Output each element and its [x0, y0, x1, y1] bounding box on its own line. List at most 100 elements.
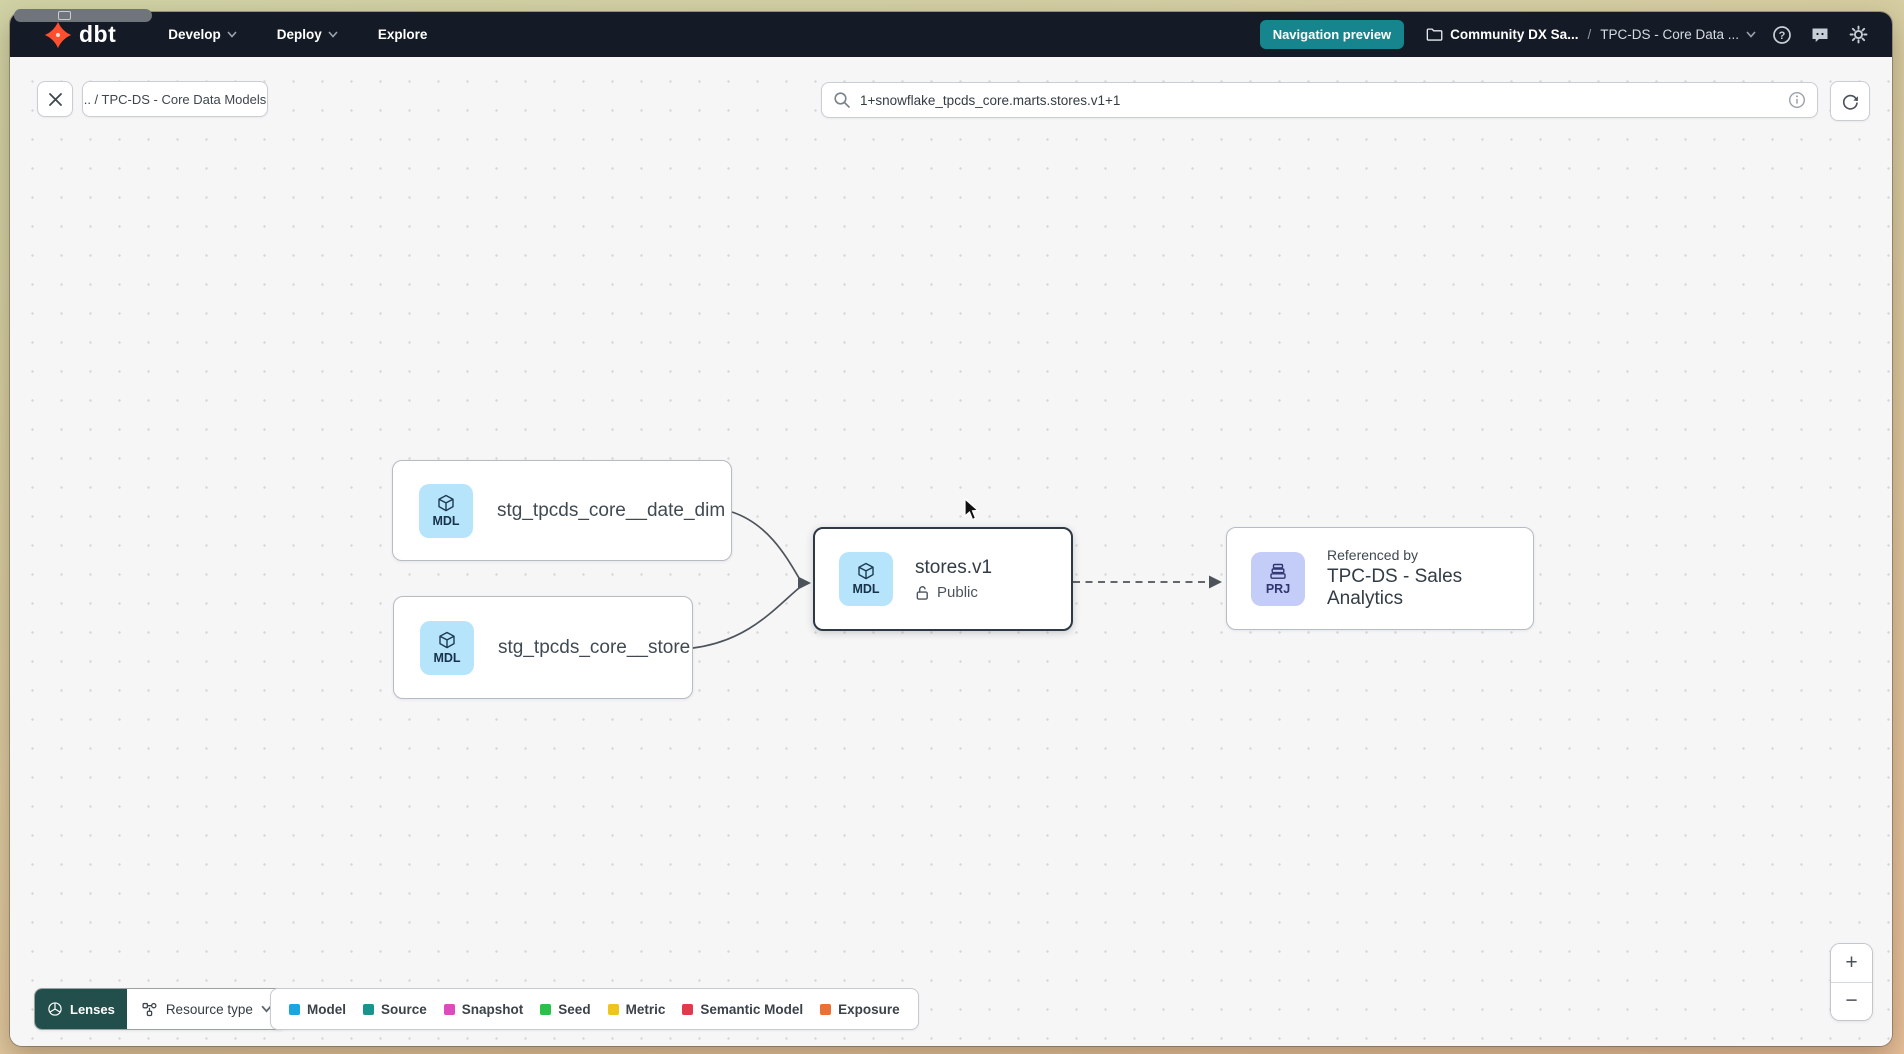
legend-swatch: [820, 1003, 832, 1015]
legend-label: Model: [307, 1001, 346, 1017]
project-badge: PRJ: [1251, 551, 1305, 606]
node-label: stg_tpcds_core__date_dim: [497, 499, 726, 521]
model-badge: MDL: [420, 620, 474, 675]
chevron-down-icon: [1746, 31, 1756, 38]
lineage-search: [821, 82, 1818, 118]
breadcrumb-separator: /: [1587, 27, 1592, 42]
nav-menu-deploy-label: Deploy: [276, 27, 322, 42]
edge-arrowhead: [798, 576, 811, 590]
legend-swatch: [682, 1003, 694, 1015]
refresh-lineage-button[interactable]: [1830, 81, 1870, 121]
top-navbar: dbt Develop Deploy Explore Navigation pr…: [10, 12, 1892, 57]
breadcrumb-project-label: TPC-DS - Core Data ...: [1600, 27, 1739, 42]
close-icon: [48, 92, 62, 106]
node-stg-tpcds-core-date-dim[interactable]: MDL stg_tpcds_core__date_dim: [392, 460, 732, 561]
nav-menu-develop-label: Develop: [168, 27, 221, 42]
nav-menu-explore-label: Explore: [377, 27, 428, 42]
badge-label: PRJ: [1265, 581, 1291, 596]
lineage-canvas[interactable]: .. / TPC-DS - Core Data Models: [10, 57, 1892, 1046]
legend-swatch: [443, 1003, 455, 1015]
legend-item-model: Model: [289, 1002, 346, 1017]
legend-swatch: [363, 1003, 374, 1015]
legend-label: Source: [381, 1001, 427, 1017]
legend-label: Metric: [625, 1001, 666, 1017]
close-lineage-button[interactable]: [37, 81, 73, 117]
breadcrumb-account[interactable]: Community DX Sa...: [1426, 27, 1578, 42]
zoom-out-button[interactable]: −: [1831, 982, 1872, 1020]
search-input[interactable]: [821, 82, 1818, 118]
legend-label: Seed: [558, 1001, 591, 1017]
badge-label: MDL: [852, 582, 880, 596]
folder-icon: [1426, 28, 1443, 41]
legend-item-exposure: Exposure: [820, 1002, 900, 1017]
node-label: stores.v1: [915, 557, 993, 578]
resource-type-dropdown[interactable]: Resource type: [126, 989, 286, 1029]
search-icon: [834, 92, 850, 108]
legend-swatch: [607, 1003, 619, 1015]
chevron-down-icon: [261, 1005, 272, 1013]
nav-menu-deploy[interactable]: Deploy: [277, 27, 338, 42]
legend-item-source: Source: [363, 1002, 427, 1017]
nav-menus: Develop Deploy Explore: [168, 27, 427, 42]
resource-legend: Model Source Snapshot Seed Metric Semant…: [270, 988, 919, 1030]
refresh-icon: [1842, 94, 1858, 110]
node-stg-tpcds-core-store[interactable]: MDL stg_tpcds_core__store: [393, 596, 693, 699]
node-label: stg_tpcds_core__store: [498, 636, 691, 658]
legend-label: Snapshot: [461, 1001, 524, 1017]
window-icon: [58, 11, 71, 20]
breadcrumb-account-label: Community DX Sa...: [1450, 27, 1579, 42]
legend-label: Exposure: [838, 1001, 900, 1017]
legend-item-seed: Seed: [540, 1001, 591, 1017]
lens-controls: Lenses Resource type: [34, 988, 287, 1030]
node-access-row: Public: [915, 584, 992, 601]
node-kicker: Referenced by: [1327, 547, 1419, 563]
legend-item-snapshot: Snapshot: [443, 1001, 524, 1017]
mouse-cursor: [964, 498, 980, 521]
legend-item-metric: Metric: [607, 1001, 666, 1017]
gear-icon: [1849, 25, 1867, 44]
breadcrumb-project[interactable]: TPC-DS - Core Data ...: [1600, 27, 1756, 42]
help-button[interactable]: ?: [1770, 23, 1794, 47]
info-icon[interactable]: [1788, 91, 1806, 109]
dbt-logo-icon: [44, 21, 72, 48]
chevron-down-icon: [328, 31, 338, 38]
dbt-logo[interactable]: dbt: [44, 21, 116, 49]
chevron-down-icon: [227, 31, 237, 38]
navbar-right: Navigation preview Community DX Sa... / …: [1259, 20, 1870, 49]
model-badge: MDL: [839, 552, 893, 606]
svg-text:?: ?: [1779, 30, 1786, 42]
brand-name: dbt: [79, 21, 117, 47]
cube-icon: [438, 494, 454, 511]
lenses-button[interactable]: Lenses: [35, 989, 127, 1029]
node-referenced-by-sales-analytics[interactable]: PRJ Referenced by TPC-DS - Sales Analyti…: [1226, 527, 1534, 630]
navigation-preview-badge[interactable]: Navigation preview: [1259, 20, 1405, 49]
breadcrumb: Community DX Sa... / TPC-DS - Core Data …: [1426, 27, 1756, 42]
node-access-label: Public: [937, 584, 978, 601]
lineage-breadcrumb-chip[interactable]: .. / TPC-DS - Core Data Models: [82, 81, 268, 117]
app-window: dbt Develop Deploy Explore Navigation pr…: [10, 12, 1892, 1046]
legend-item-semantic-model: Semantic Model: [682, 1002, 803, 1017]
nav-menu-develop[interactable]: Develop: [168, 27, 237, 42]
zoom-controls: + −: [1830, 943, 1873, 1021]
nav-menu-explore[interactable]: Explore: [378, 27, 428, 42]
node-text-block: stores.v1 Public: [915, 557, 992, 601]
model-badge: MDL: [419, 483, 473, 538]
lenses-label: Lenses: [70, 1001, 115, 1017]
cube-icon: [439, 631, 455, 648]
zoom-in-button[interactable]: +: [1831, 944, 1872, 983]
legend-swatch: [540, 1003, 552, 1015]
node-stores-v1-selected[interactable]: MDL stores.v1 Public: [813, 527, 1073, 631]
legend-swatch: [289, 1003, 300, 1015]
help-icon: ?: [1773, 25, 1791, 44]
unlock-icon: [916, 585, 928, 600]
node-label: TPC-DS - Sales Analytics: [1327, 566, 1463, 609]
settings-button[interactable]: [1846, 23, 1870, 47]
window-capture-pill: [14, 9, 152, 22]
cube-icon: [858, 562, 874, 580]
badge-label: MDL: [433, 650, 461, 665]
node-text-block: Referenced by TPC-DS - Sales Analytics: [1327, 547, 1533, 610]
legend-label: Semantic Model: [700, 1001, 804, 1017]
project-stack-icon: [1270, 563, 1286, 579]
feedback-button[interactable]: [1808, 23, 1832, 47]
